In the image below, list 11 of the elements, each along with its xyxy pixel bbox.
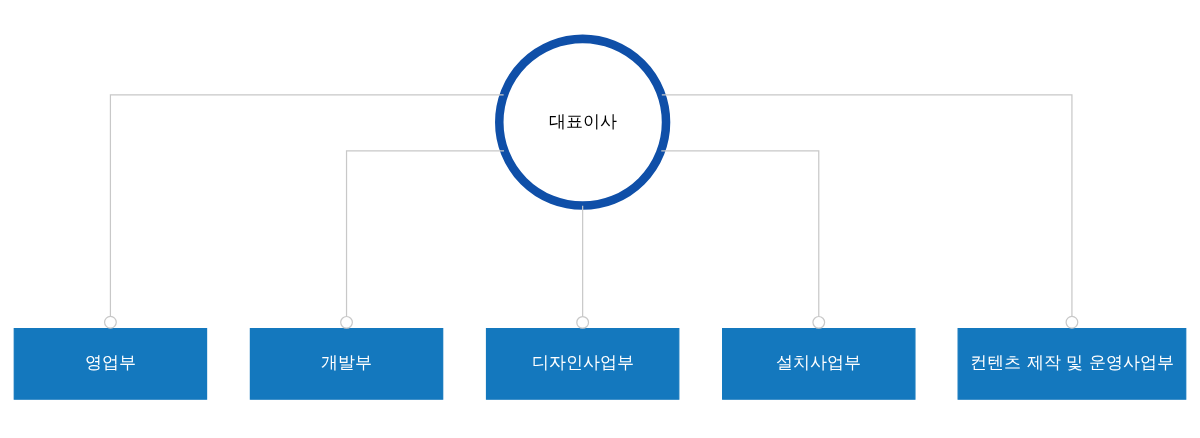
node-box: 디자인사업부 [485,327,680,400]
connector [340,150,505,329]
connector [661,94,1079,329]
node-box: 영업부 [13,327,208,400]
connector [576,205,590,329]
node-box: 개발부 [249,327,444,400]
connector [103,94,505,329]
node-box: 설치사업부 [722,327,916,400]
node-box: 컨텐츠 제작 및 운영사업부 [957,327,1187,400]
node-circle: 대표이사 [495,34,671,210]
connector [660,150,826,329]
